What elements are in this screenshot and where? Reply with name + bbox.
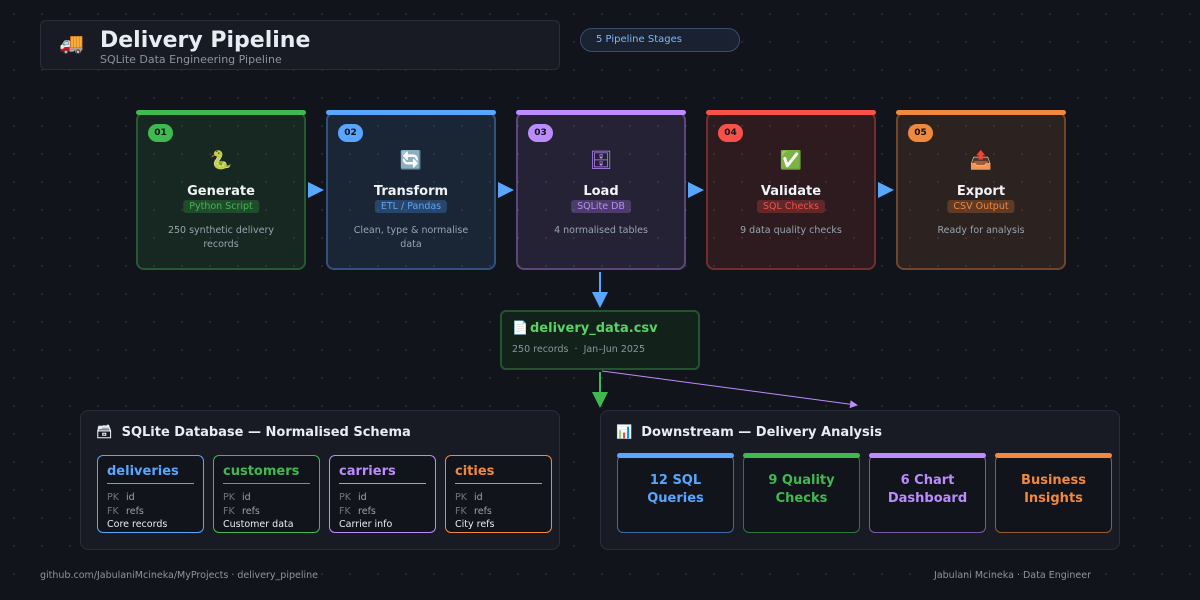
stage-tag: Python Script — [183, 200, 259, 213]
stage-validate: 04 ✅ Validate SQL Checks 9 data quality … — [706, 110, 876, 270]
csv-meta: 250 records · Jan–Jun 2025 — [512, 344, 645, 355]
stage-name: Generate — [187, 184, 255, 199]
stage-name: Validate — [760, 184, 822, 199]
stage-description: 9 data quality checks — [740, 225, 842, 236]
stage-transform: 02 🔄 Transform ETL / Pandas Clean, type … — [326, 110, 496, 270]
table-note: Customer data — [223, 519, 294, 530]
footer-left: github.com/JabulaniMcineka/MyProjects · … — [40, 570, 318, 581]
stage-icon: 🐍 — [209, 150, 233, 171]
table-divider — [455, 483, 542, 484]
foreign-key-row: FK refs — [223, 506, 260, 517]
schema-title: 🗃 SQLite Database — Normalised Schema — [96, 425, 411, 440]
stage-number: 03 — [528, 124, 553, 142]
stage-description: 4 normalised tables — [554, 225, 648, 236]
stages-badge: 5 Pipeline Stages — [580, 28, 740, 52]
file-icon: 📄 — [512, 321, 529, 336]
table-note: Carrier info — [339, 519, 393, 530]
footer-right: Jabulani Mcineka · Data Engineer — [934, 570, 1091, 581]
stage-number: 01 — [148, 124, 173, 142]
table-name: cities — [455, 464, 495, 479]
stage-export: 05 📤 Export CSV Output Ready for analysi… — [896, 110, 1066, 270]
foreign-key-row: FK refs — [107, 506, 144, 517]
arrow-csv-downstream — [601, 370, 858, 409]
primary-key-row: PK id — [223, 492, 251, 503]
stage-generate: 01 🐍 Generate Python Script 250 syntheti… — [136, 110, 306, 270]
card-accent-bar — [869, 453, 986, 458]
stage-description: 250 synthetic delivery records — [167, 225, 275, 250]
table-card-deliveries: deliveries PK id FK refs Core records — [97, 455, 204, 533]
card-accent-bar — [995, 453, 1112, 458]
downstream-title: 📊 Downstream — Delivery Analysis — [616, 425, 882, 440]
table-name: carriers — [339, 464, 396, 479]
primary-key-row: PK id — [455, 492, 483, 503]
stage-name: Transform — [373, 184, 449, 199]
stage-accent-bar — [896, 110, 1066, 115]
stage-tag: CSV Output — [947, 200, 1015, 213]
stage-name: Load — [583, 184, 619, 199]
primary-key-row: PK id — [339, 492, 367, 503]
stage-icon: ✅ — [779, 150, 803, 171]
primary-key-row: PK id — [107, 492, 135, 503]
delivery-truck-icon: 🚚 — [59, 31, 84, 55]
page-title: Delivery Pipeline — [100, 28, 311, 53]
stage-number: 04 — [718, 124, 743, 142]
stage-load: 03 🗄 Load SQLite DB 4 normalised tables — [516, 110, 686, 270]
table-note: Core records — [107, 519, 168, 530]
schema-panel: 🗃 SQLite Database — Normalised Schema de… — [80, 410, 560, 550]
stage-icon: 🗄 — [589, 150, 613, 171]
stage-icon: 📤 — [969, 150, 993, 171]
header-panel: 🚚 Delivery Pipeline SQLite Data Engineer… — [40, 20, 560, 70]
card-accent-bar — [617, 453, 734, 458]
table-divider — [339, 483, 426, 484]
database-icon: 🗃 — [96, 425, 113, 440]
stage-number: 02 — [338, 124, 363, 142]
chart-icon: 📊 — [616, 425, 633, 440]
stage-tag: SQLite DB — [571, 200, 631, 213]
stage-accent-bar — [136, 110, 306, 115]
foreign-key-row: FK refs — [339, 506, 376, 517]
table-card-cities: cities PK id FK refs City refs — [445, 455, 552, 533]
csv-filename: delivery_data.csv — [530, 321, 658, 336]
card-accent-bar — [743, 453, 860, 458]
table-name: customers — [223, 464, 300, 479]
stage-tag: SQL Checks — [757, 200, 825, 213]
table-card-customers: customers PK id FK refs Customer data — [213, 455, 320, 533]
csv-output-node: 📄 delivery_data.csv 250 records · Jan–Ju… — [500, 310, 700, 370]
table-name: deliveries — [107, 464, 179, 479]
stage-description: Clean, type & normalise data — [353, 225, 469, 250]
table-divider — [223, 483, 310, 484]
stage-icon: 🔄 — [399, 150, 423, 171]
table-divider — [107, 483, 194, 484]
stage-accent-bar — [326, 110, 496, 115]
stage-name: Export — [956, 184, 1006, 199]
page-subtitle: SQLite Data Engineering Pipeline — [100, 53, 282, 66]
stage-accent-bar — [516, 110, 686, 115]
foreign-key-row: FK refs — [455, 506, 492, 517]
stage-number: 05 — [908, 124, 933, 142]
table-note: City refs — [455, 519, 495, 530]
stage-description: Ready for analysis — [937, 225, 1025, 236]
stage-accent-bar — [706, 110, 876, 115]
table-card-carriers: carriers PK id FK refs Carrier info — [329, 455, 436, 533]
stage-tag: ETL / Pandas — [374, 200, 448, 213]
